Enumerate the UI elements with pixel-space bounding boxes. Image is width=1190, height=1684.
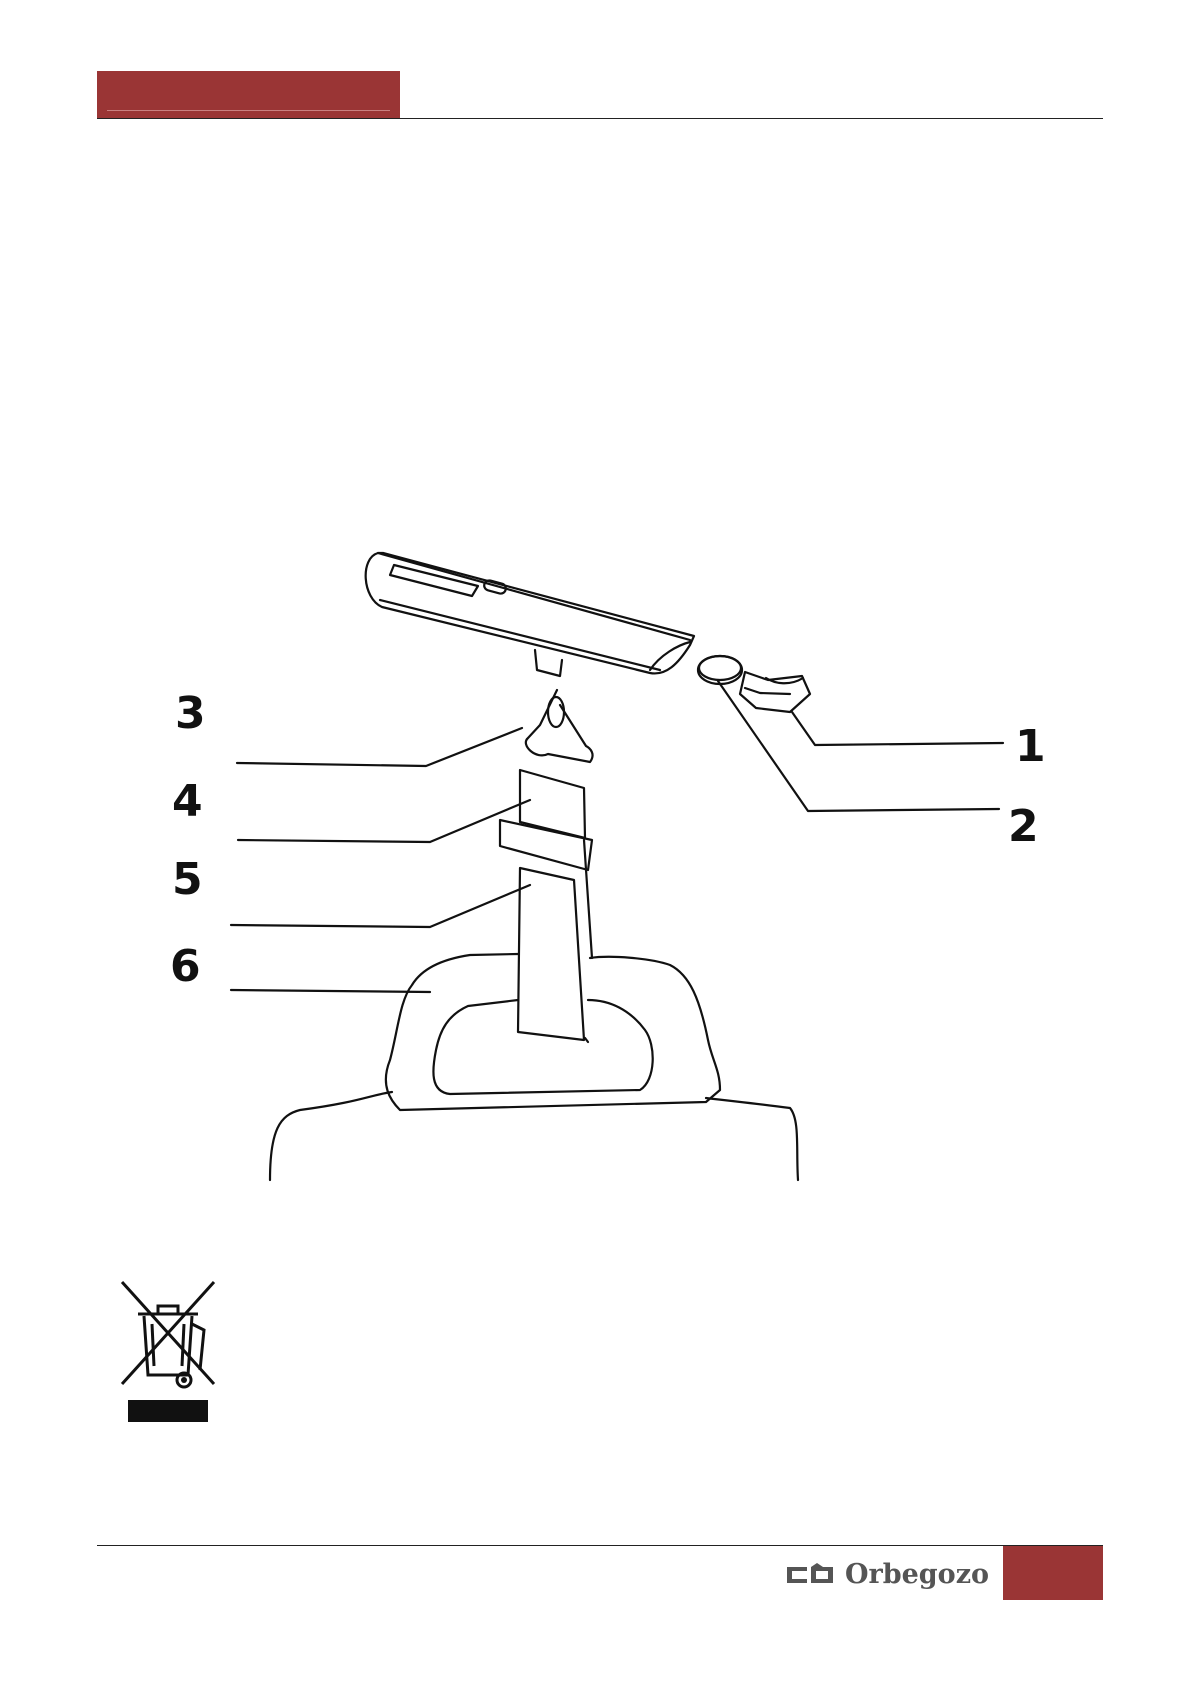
orbegozo-mark-icon <box>785 1561 835 1587</box>
hook <box>526 650 593 762</box>
leader-line-3 <box>237 728 522 766</box>
footer-rule <box>97 1545 1103 1546</box>
leader-lines <box>231 681 1003 992</box>
callout-number-1: 1 <box>1015 725 1046 769</box>
scale-body <box>366 553 694 673</box>
luggage-handle <box>270 954 798 1180</box>
leader-line-4 <box>238 800 530 842</box>
orbegozo-logo: Orbegozo <box>785 1556 995 1592</box>
crossed-out-wheeled-bin-icon <box>118 1280 218 1430</box>
leader-line-1 <box>792 712 1003 745</box>
callout-number-2: 2 <box>1008 805 1039 849</box>
leader-line-6 <box>231 990 430 992</box>
leader-line-5 <box>231 885 530 927</box>
footer-accent-band <box>1003 1546 1103 1600</box>
battery-compartment <box>740 672 810 712</box>
leader-line-2 <box>718 681 999 811</box>
callout-number-6: 6 <box>170 945 201 989</box>
battery-cover <box>698 656 742 684</box>
brand-logo-text: Orbegozo <box>845 1559 989 1590</box>
callout-number-5: 5 <box>172 858 203 902</box>
callout-number-3: 3 <box>175 692 206 736</box>
callout-number-4: 4 <box>172 780 203 824</box>
